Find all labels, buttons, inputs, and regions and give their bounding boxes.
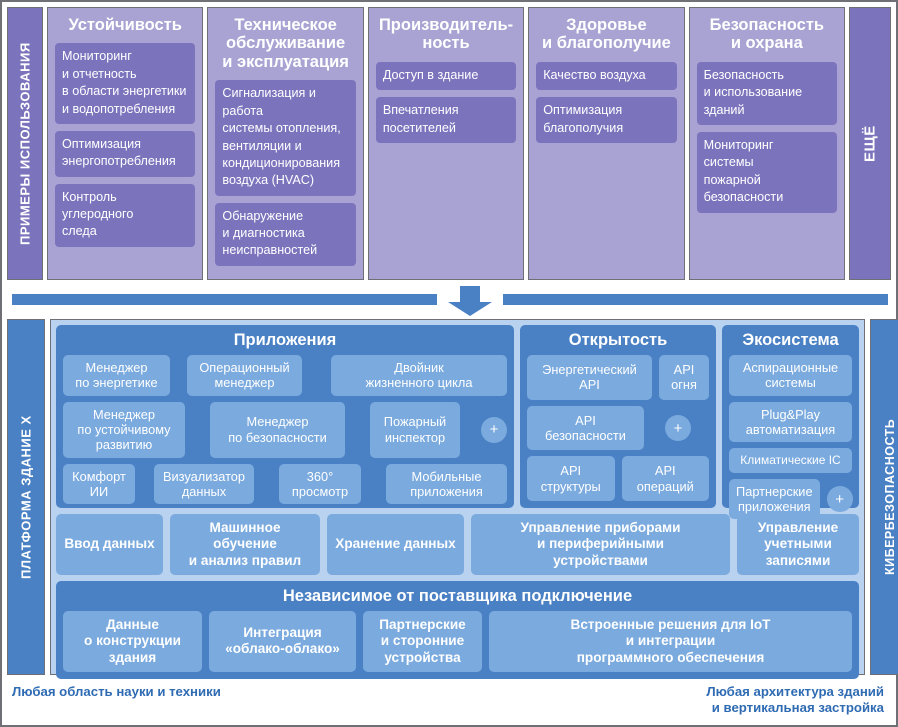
connectivity-group: Независимое от поставщика подключение Да… bbox=[56, 580, 859, 679]
column-title: Устойчивость bbox=[68, 16, 182, 34]
app-chip[interactable]: 360°просмотр bbox=[279, 463, 361, 505]
panel-divider bbox=[4, 286, 894, 316]
column-title: Производитель-ность bbox=[378, 16, 514, 53]
add-partner-app-button[interactable]: + bbox=[826, 486, 853, 513]
use-cases-side-label: ПРИМЕРЫ ИСПОЛЬЗОВАНИЯ bbox=[7, 7, 43, 280]
add-application-button[interactable]: + bbox=[481, 416, 507, 443]
add-api-button[interactable]: + bbox=[665, 415, 691, 441]
group-title: Приложения bbox=[233, 331, 337, 349]
divider-bar-left bbox=[12, 294, 437, 305]
platform-side-label: ПЛАТФОРМА ЗДАНИЕ Х bbox=[7, 319, 45, 675]
footer: Любая область науки и техники Любая архи… bbox=[4, 678, 894, 725]
service-chip[interactable]: Хранение данных bbox=[327, 514, 464, 575]
use-case-item[interactable]: Доступ в здание bbox=[375, 61, 517, 91]
cybersecurity-side-label: КИБЕРБЕЗОПАСНОСТЬ bbox=[870, 319, 898, 675]
use-cases-panel: ПРИМЕРЫ ИСПОЛЬЗОВАНИЯ Устойчивость Монит… bbox=[4, 4, 894, 283]
group-title: Независимое от поставщика подключение bbox=[282, 586, 633, 605]
footer-left-caption: Любая область науки и техники bbox=[12, 684, 221, 699]
group-title: Экосистема bbox=[742, 331, 839, 349]
use-case-column-performance: Производитель-ность Доступ в здание Впеч… bbox=[367, 7, 525, 280]
connectivity-chip[interactable]: Интеграция«облако-облако» bbox=[209, 610, 356, 672]
more-side-label: ЕЩЁ bbox=[849, 7, 892, 280]
divider-bar-right bbox=[503, 294, 888, 305]
ecosystem-chip[interactable]: Климатические IC bbox=[729, 448, 852, 473]
service-chip[interactable]: Ввод данных bbox=[56, 514, 163, 575]
use-case-item[interactable]: Качество воздуха bbox=[536, 61, 677, 91]
group-title: Открытость bbox=[568, 331, 668, 349]
down-arrow-icon bbox=[448, 286, 492, 316]
